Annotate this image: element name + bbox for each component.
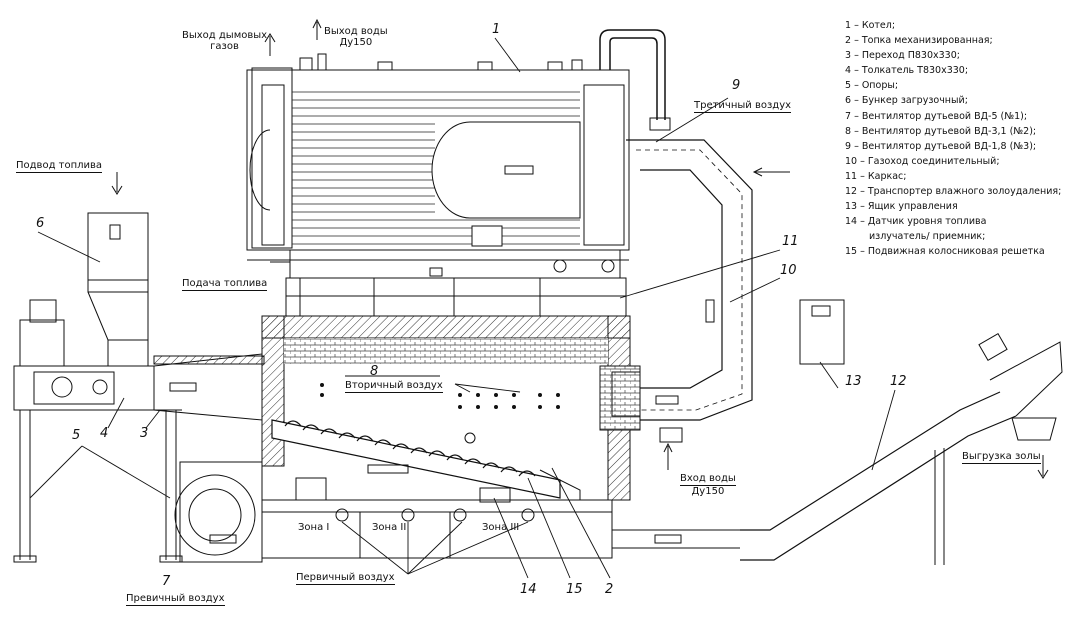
flue-gas-exit-line1: Выход дымовых — [182, 30, 268, 41]
legend-item: 2 – Топка механизированная; — [845, 35, 993, 47]
legend-item: 10 – Газоход соединительный; — [845, 155, 1000, 167]
callout-10: 10 — [780, 263, 797, 278]
legend-item: 11 – Каркас; — [845, 170, 907, 182]
supports — [13, 409, 183, 563]
legend-item: излучатель/ приемник; — [869, 231, 986, 243]
fuel-feeder — [13, 299, 265, 421]
callout-2: 2 — [605, 582, 614, 597]
leader-lines — [29, 37, 896, 579]
callout-4: 4 — [100, 426, 109, 441]
secondary-air-label: Вторичный воздух — [345, 380, 443, 393]
fan-7 — [174, 461, 263, 563]
water-in-label: Вход воды Ду150 — [680, 473, 736, 497]
flue-gas-exit-line2: газов — [210, 41, 239, 52]
legend-item: 1 – Котел; — [845, 20, 896, 31]
furnace — [261, 315, 641, 501]
callout-12: 12 — [890, 374, 907, 389]
primary-air-fan-label: Превичный воздух — [126, 593, 225, 606]
water-in-size: Ду150 — [691, 486, 725, 497]
tertiary-air-label: Третичный воздух — [694, 100, 792, 113]
water-out-text: Выход воды — [324, 26, 388, 37]
flue-gas-exit-label: Выход дымовых газов — [182, 30, 267, 52]
legend-item: 5 – Опоры; — [845, 80, 899, 92]
callout-7: 7 — [162, 574, 171, 589]
primary-air-label: Первичный воздух — [296, 572, 395, 585]
legend-item: 15 – Подвижная колосниковая решетка — [845, 246, 1045, 258]
callout-13: 13 — [845, 374, 862, 389]
legend-item: 4 – Толкатель Т830х330; — [845, 65, 969, 77]
hopper — [87, 212, 149, 367]
ash-conveyor — [740, 333, 1063, 565]
legend-item: 9 – Вентилятор дутьевой ВД-1,8 (№3); — [845, 140, 1037, 152]
callout-1: 1 — [492, 22, 501, 37]
fuel-feed-label: Подача топлива — [182, 278, 268, 291]
ash-unload-label: Выгрузка золы — [962, 451, 1041, 464]
flow-arrows — [111, 18, 1049, 544]
callout-3: 3 — [140, 426, 149, 441]
zone-2-label: Зона II — [372, 522, 407, 533]
control-box — [799, 299, 845, 365]
callout-11: 11 — [782, 234, 799, 249]
water-out-size: Ду150 — [339, 37, 373, 48]
zone-3-label: Зона III — [482, 522, 520, 533]
callout-6: 6 — [36, 216, 45, 231]
zone-1-label: Зона I — [298, 522, 330, 533]
legend: 1 – Котел; 2 – Топка механизированная; 3… — [845, 18, 1061, 260]
legend-item: 14 – Датчик уровня топлива — [845, 216, 987, 228]
frame — [285, 277, 627, 317]
callout-8: 8 — [370, 364, 379, 379]
callout-15: 15 — [566, 582, 583, 597]
fuel-supply-label: Подвод топлива — [16, 160, 103, 173]
callout-5: 5 — [72, 428, 81, 443]
legend-item: 7 – Вентилятор дутьевой ВД-5 (№1); — [845, 110, 1028, 122]
legend-item: 12 – Транспортер влажного золоудаления; — [845, 186, 1062, 198]
legend-item: 13 – Ящик управления — [845, 201, 958, 213]
legend-item: 3 – Переход П830х330; — [845, 50, 960, 62]
boiler-body — [246, 29, 671, 278]
callout-14: 14 — [520, 582, 537, 597]
water-in-text: Вход воды — [680, 473, 736, 486]
callout-9: 9 — [732, 78, 741, 93]
legend-item: 6 – Бункер загрузочный; — [845, 95, 968, 107]
primary-air-box — [261, 477, 740, 559]
flue-duct — [611, 139, 753, 443]
legend-item: 8 – Вентилятор дутьевой ВД-3,1 (№2); — [845, 125, 1037, 137]
water-out-label: Выход воды Ду150 — [324, 26, 388, 48]
